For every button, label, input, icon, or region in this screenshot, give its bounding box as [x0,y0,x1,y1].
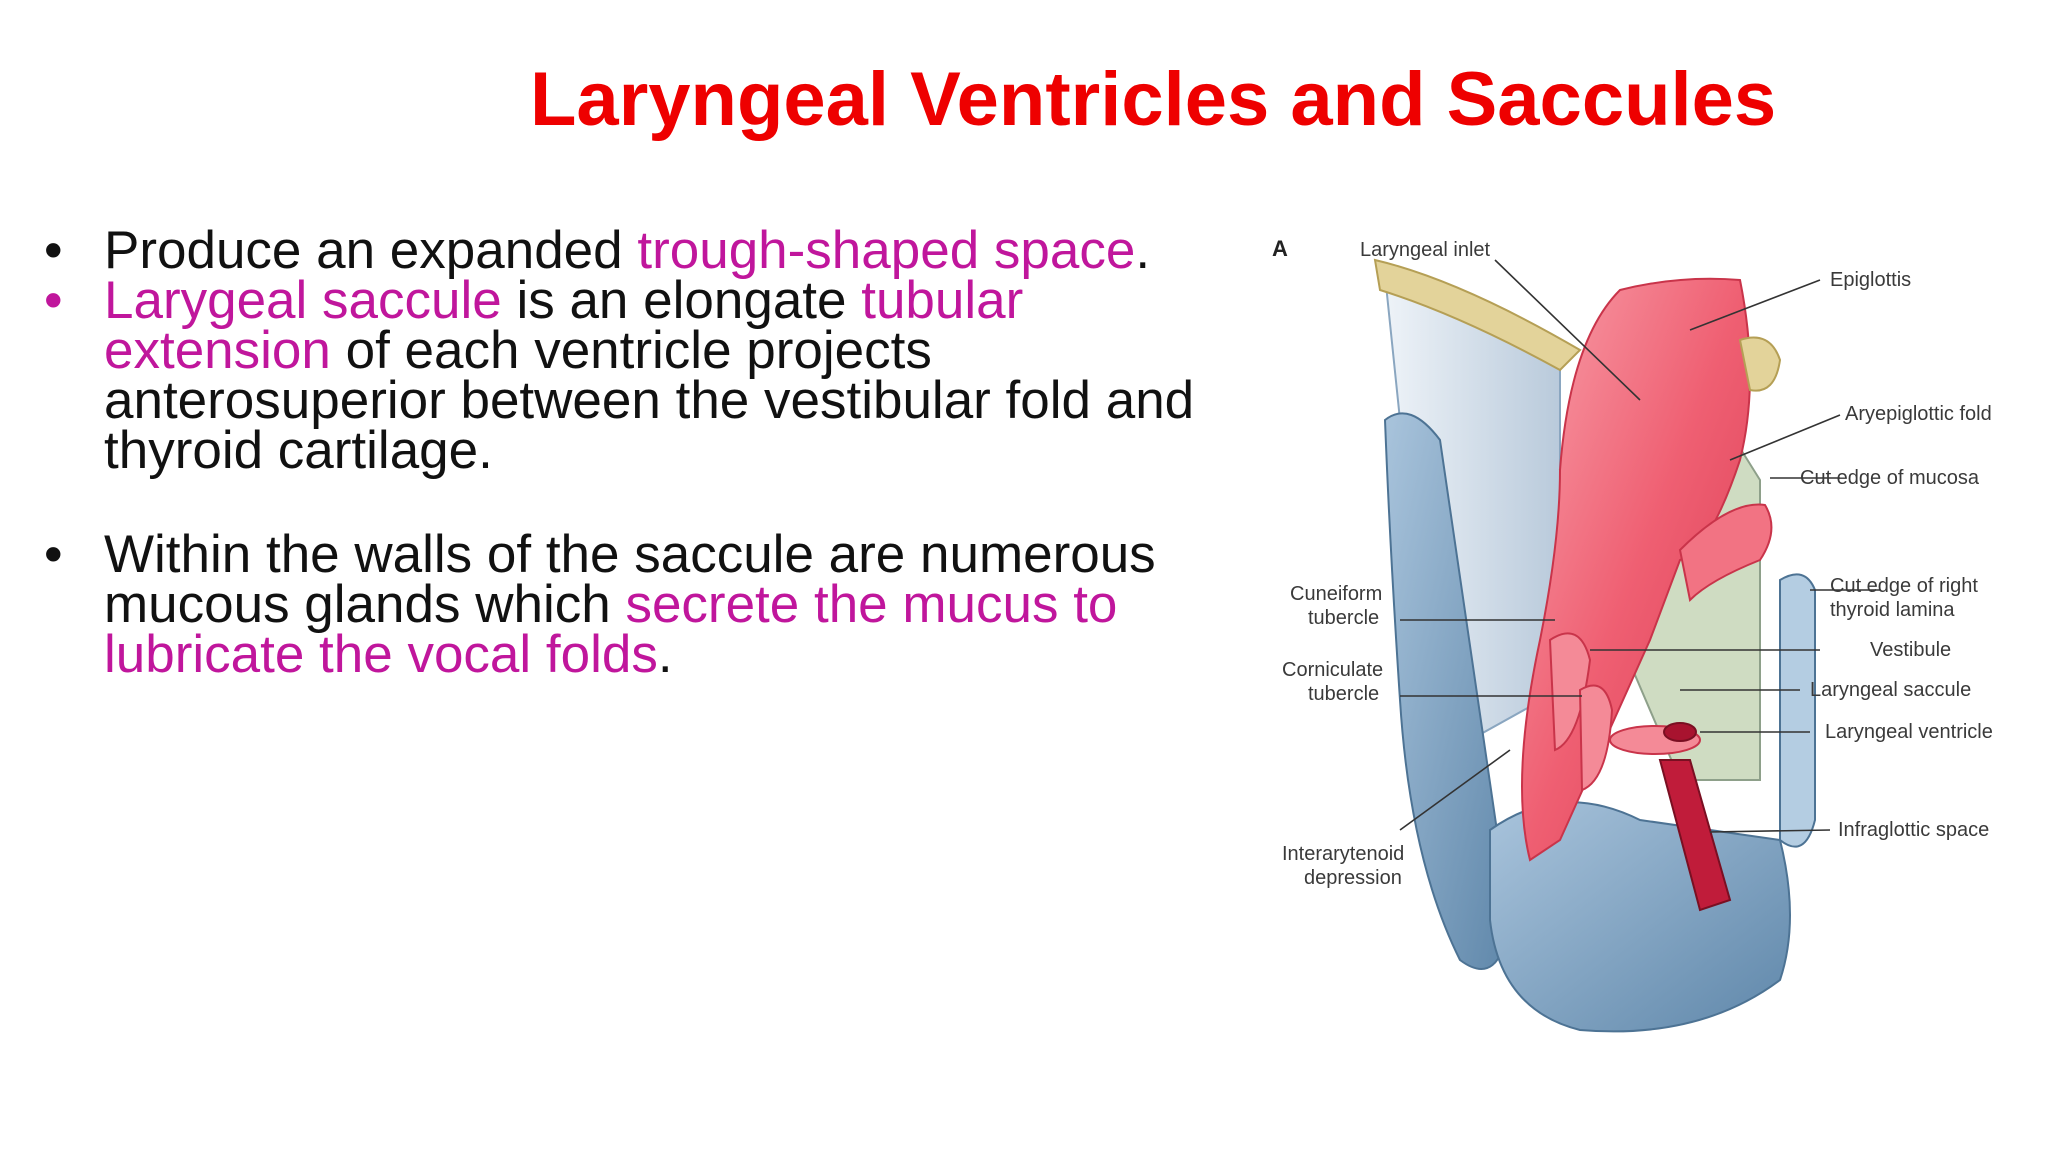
label-laryngeal-ventricle: Laryngeal ventricle [1825,721,1993,743]
bullet-highlight-text: tubular extension [104,271,1024,380]
label-epiglottis: Epiglottis [1830,269,1911,291]
label-cut-edge-mucosa: Cut edge of mucosa [1800,467,1980,489]
bullet-marker: • [44,271,63,330]
label-cuneiform-2: tubercle [1308,607,1379,629]
label-aryepiglottic-fold: Aryepiglottic fold [1845,403,1992,425]
bullet-text: . [1135,221,1151,280]
label-laryngeal-inlet: Laryngeal inlet [1360,239,1491,261]
bullet-highlight-text: trough-shaped space [637,221,1136,280]
slide-title: Laryngeal Ventricles and Saccules [530,57,1777,142]
laryngeal-saccule-shape [1663,722,1697,742]
aryepiglottic-fold [1678,503,1773,603]
corniculate-tubercle [1578,684,1614,792]
bullet-text: is an elongate [501,271,862,330]
bullet-marker: • [44,525,63,584]
bullet-item-saccule: • Larygeal saccule is an elongate tubula… [44,271,1264,477]
cuneiform-tubercle [1548,632,1592,752]
label-corniculate-1: Corniculate [1282,659,1383,681]
label-corniculate-2: tubercle [1308,683,1379,705]
larynx-illustration: A Laryngeal inlet Epiglottis Aryepiglott… [1260,220,2040,1050]
bullet-text: . [657,625,673,684]
label-infraglottic-space: Infraglottic space [1838,819,1989,841]
infraglottic-passage [1658,759,1732,912]
bullet-marker: • [44,221,63,280]
leader-lines [1399,259,1880,833]
thyroid-lamina-right [1779,573,1816,848]
label-cuneiform-1: Cuneiform [1290,583,1382,605]
larynx-diagram: A Laryngeal inlet Epiglottis Aryepiglott… [1272,236,1993,1033]
bullet-item-glands: • Within the walls of the saccule are nu… [44,525,1264,681]
bullet-text: of each ventricle projects anterosuperio… [104,321,1195,480]
bullet-highlight-text: secrete the mucus to lubricate the vocal… [104,575,1118,684]
bullet-highlight-text: Larygeal saccule [104,271,502,330]
epiglottis-tip [1738,336,1782,392]
hyoid-bone [1373,258,1582,372]
bullet-list: • Produce an expanded trough-shaped spac… [44,221,1264,681]
bullet-text: Produce an expanded [104,221,638,280]
thyroid-cartilage-left [1383,412,1512,970]
label-laryngeal-saccule: Laryngeal saccule [1810,679,1971,701]
label-interarytenoid-1: Interarytenoid [1282,843,1404,865]
label-cut-edge-right-2: thyroid lamina [1830,599,1955,621]
panel-letter: A [1272,236,1288,261]
bullet-text: Within the walls of the saccule are nume… [104,525,1156,634]
label-interarytenoid-2: depression [1304,867,1402,889]
bullet-item-trough: • Produce an expanded trough-shaped spac… [44,221,1264,280]
label-vestibule: Vestibule [1870,639,1951,661]
label-cut-edge-right-1: Cut edge of right [1830,575,1978,597]
